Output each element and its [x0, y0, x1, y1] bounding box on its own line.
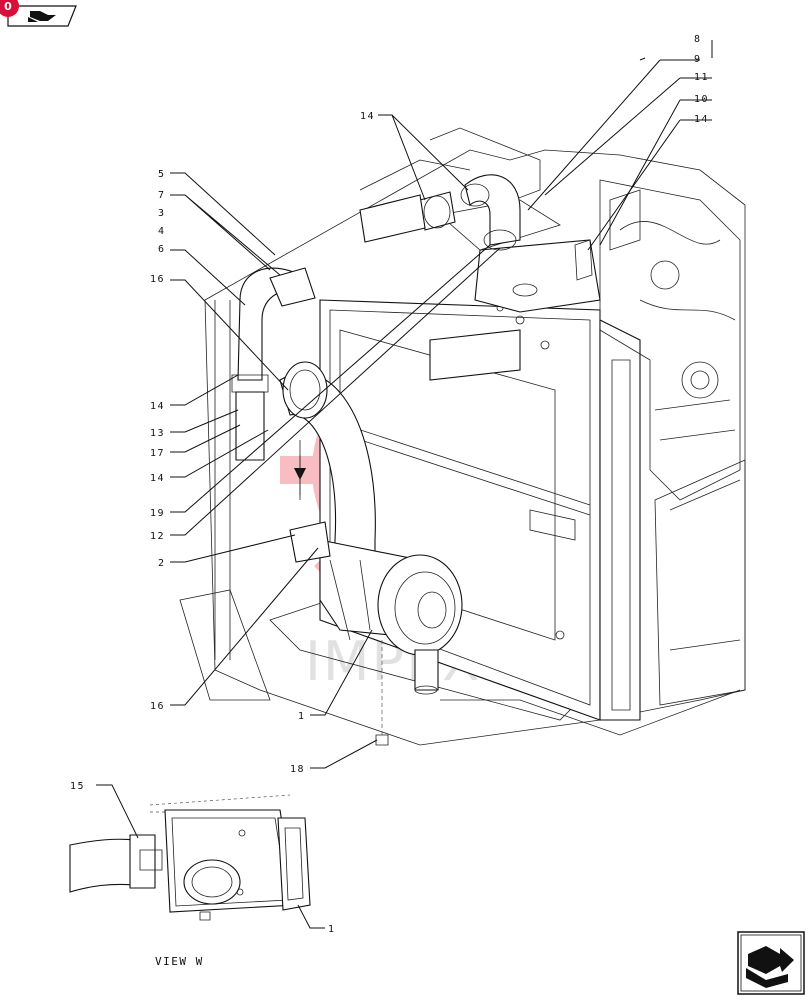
callout-14-top-right: 14 — [694, 114, 709, 125]
callout-12: 12 — [150, 531, 165, 542]
callout-13: 13 — [150, 428, 165, 439]
view-w-inset: 15 1 — [69, 781, 336, 935]
view-w-label: VIEW W — [155, 955, 204, 968]
callout-5: 5 — [158, 169, 166, 180]
callout-19: 19 — [150, 508, 165, 519]
air-duct-elbow — [279, 361, 376, 561]
callout-6: 6 — [158, 244, 166, 255]
next-page-button[interactable] — [736, 930, 806, 996]
upper-pipes — [359, 174, 593, 281]
intake-hose — [231, 267, 316, 461]
callout-4: 4 — [158, 226, 166, 237]
callout-14-mid-1: 14 — [150, 401, 165, 412]
air-cleaner — [289, 521, 463, 746]
notification-badge: 0 — [0, 0, 19, 17]
callout-14-mid-2: 14 — [150, 473, 165, 484]
callout-10: 10 — [694, 94, 709, 105]
callout-11: 11 — [694, 72, 709, 83]
callout-2: 2 — [158, 558, 166, 569]
prev-page-button[interactable]: 0 — [0, 0, 78, 28]
engine-assembly — [599, 179, 741, 501]
callout-14-top: 14 — [360, 111, 375, 122]
book-arrow-icon — [7, 5, 77, 27]
callout-1-view: 1 — [328, 924, 336, 935]
callout-8: 8 — [694, 34, 702, 45]
leader-lines — [170, 40, 713, 769]
callout-16-left: 16 — [150, 274, 165, 285]
callout-15: 15 — [70, 781, 85, 792]
callout-7: 7 — [158, 190, 166, 201]
callout-9: 9 — [694, 54, 702, 65]
callout-17: 17 — [150, 448, 165, 459]
callout-18: 18 — [290, 764, 305, 775]
callout-labels: 8 9 11 10 14 14 5 7 3 4 6 16 14 13 17 14… — [150, 34, 709, 775]
callout-1-main: 1 — [298, 711, 306, 722]
callout-16-bottom: 16 — [150, 701, 165, 712]
double-arrow-icon — [737, 931, 805, 995]
callout-3: 3 — [158, 208, 166, 219]
